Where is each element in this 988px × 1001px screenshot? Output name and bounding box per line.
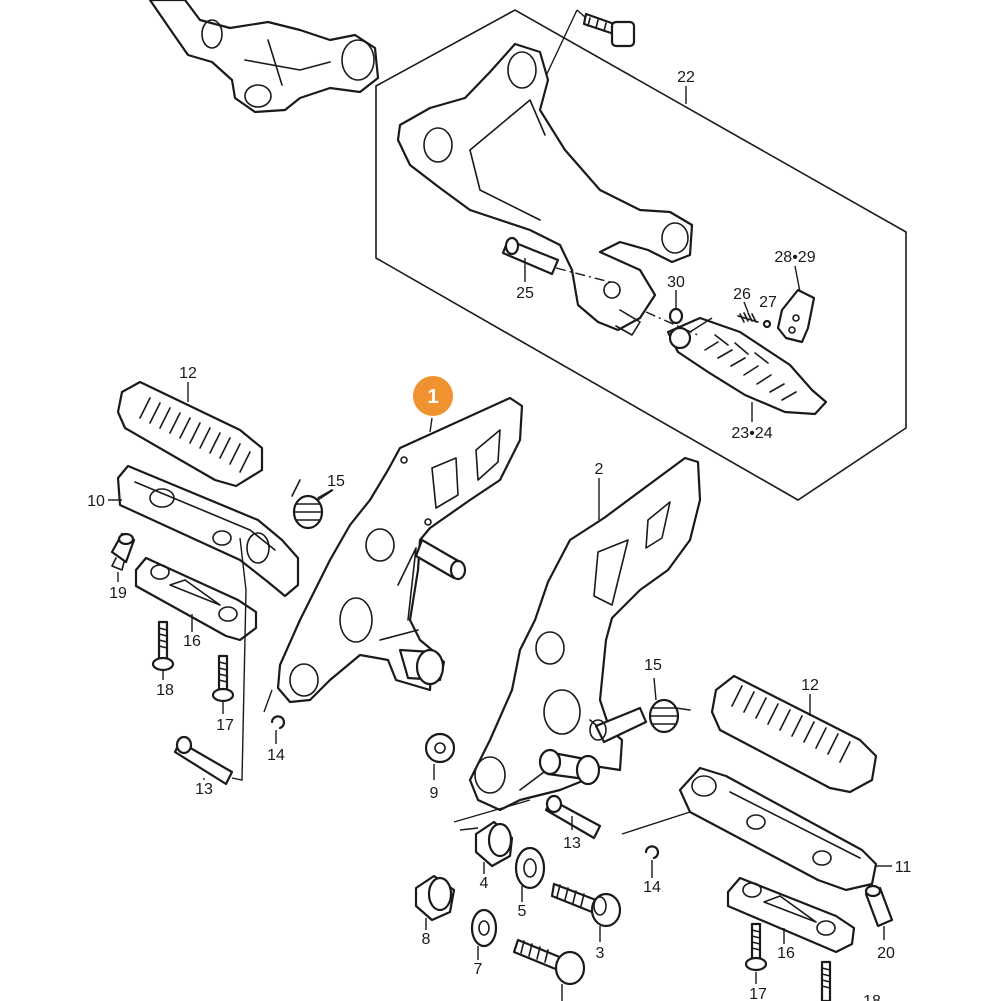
leader-line xyxy=(317,489,334,501)
part-label-28-29: 28•29 xyxy=(774,249,815,266)
assembly-22-frame xyxy=(375,9,907,501)
leader-line xyxy=(429,417,433,433)
part-label-25: 25 xyxy=(516,285,534,302)
bolt-17-left-part xyxy=(211,654,235,703)
leader-line xyxy=(263,689,273,713)
part-label-26: 26 xyxy=(733,286,751,303)
washer-7-part xyxy=(470,908,498,948)
leader-line xyxy=(576,9,587,19)
part-label-4: 4 xyxy=(480,875,489,892)
part-label-12-right: 12 xyxy=(801,677,819,694)
leader-line xyxy=(544,9,578,79)
part-label-17-right: 17 xyxy=(749,986,767,1001)
pin-25-part xyxy=(501,236,560,276)
part-label-23-24: 23•24 xyxy=(731,425,772,442)
bolt-bottom-part xyxy=(512,938,586,986)
centerline xyxy=(555,267,611,283)
part-label-15-left: 15 xyxy=(327,473,345,490)
plate-16-left-part xyxy=(134,556,258,642)
washer-9-part xyxy=(424,732,456,764)
highlight-badge-label: 1 xyxy=(427,386,438,408)
clip-30-part xyxy=(668,307,684,325)
leader-line xyxy=(689,317,713,333)
footrest-11-part xyxy=(678,766,878,892)
rear-footpeg-part xyxy=(666,316,828,416)
bolt-20-part xyxy=(864,884,894,928)
spring-15-right-part xyxy=(648,698,691,734)
pin-13-left-part xyxy=(173,735,234,786)
part-label-11: 11 xyxy=(895,859,912,876)
part-label-19: 19 xyxy=(109,585,127,602)
bushing-8-part xyxy=(414,874,456,922)
part-label-14-left: 14 xyxy=(267,747,285,764)
footrest-10-part xyxy=(116,464,300,598)
top-bracket-part xyxy=(148,0,380,114)
highlight-badge-circle xyxy=(413,376,453,416)
part-label-18-right: 18 xyxy=(863,993,881,1001)
bolt-18-part xyxy=(151,620,175,672)
leader-line xyxy=(743,301,749,313)
part-label-18-left: 18 xyxy=(156,682,174,699)
clip-14-left-part xyxy=(270,715,286,730)
bolt-18-right-part xyxy=(820,960,832,1001)
bolt-17-right-part xyxy=(744,922,768,972)
plate-16-right-part xyxy=(726,876,856,954)
footpeg-rubber-right-part xyxy=(710,674,878,794)
rear-bracket-part xyxy=(396,42,694,336)
part-label-27: 27 xyxy=(759,294,777,311)
part-label-15-right: 15 xyxy=(644,657,662,674)
spring-26-part xyxy=(737,312,772,329)
part-label-7: 7 xyxy=(474,961,483,978)
leader-line xyxy=(621,811,691,835)
part-label-22: 22 xyxy=(677,69,695,86)
washer-5-part xyxy=(514,846,546,890)
pin-13-right-part xyxy=(544,794,602,840)
part-label-30: 30 xyxy=(667,274,685,291)
part-label-3: 3 xyxy=(596,945,605,962)
plate-28-29-part xyxy=(776,288,816,344)
part-label-16-right: 16 xyxy=(777,945,795,962)
bolt-top-part xyxy=(582,12,636,48)
bracket-1-part xyxy=(276,396,524,704)
bolt-3-part xyxy=(550,882,622,928)
part-label-13-right: 13 xyxy=(563,835,581,852)
highlight-badge-1: 1 xyxy=(413,376,453,416)
footpeg-rubber-left-part xyxy=(116,380,264,488)
leader-line xyxy=(453,799,531,831)
part-label-14-right: 14 xyxy=(643,879,661,896)
part-label-12-left: 12 xyxy=(179,365,197,382)
part-label-9: 9 xyxy=(430,785,439,802)
part-label-8: 8 xyxy=(422,931,431,948)
bushing-4-part xyxy=(474,820,514,868)
leader-line xyxy=(231,537,247,781)
part-labels: 22 25 30 26 27 28•29 23•24 12 15 10 19 1… xyxy=(87,69,911,1001)
part-label-20: 20 xyxy=(877,945,895,962)
clip-14-right-part xyxy=(644,845,660,860)
leader-line xyxy=(794,265,801,293)
part-label-5: 5 xyxy=(518,903,527,920)
spring-15-left-part xyxy=(291,479,333,530)
part-label-17-left: 17 xyxy=(216,717,234,734)
part-label-2: 2 xyxy=(595,461,604,478)
part-label-16-left: 16 xyxy=(183,633,201,650)
bolt-19-part xyxy=(110,532,136,571)
part-label-10: 10 xyxy=(87,493,105,510)
part-label-13-left: 13 xyxy=(195,781,213,798)
leader-line xyxy=(653,677,657,701)
bracket-2-part xyxy=(468,456,702,812)
